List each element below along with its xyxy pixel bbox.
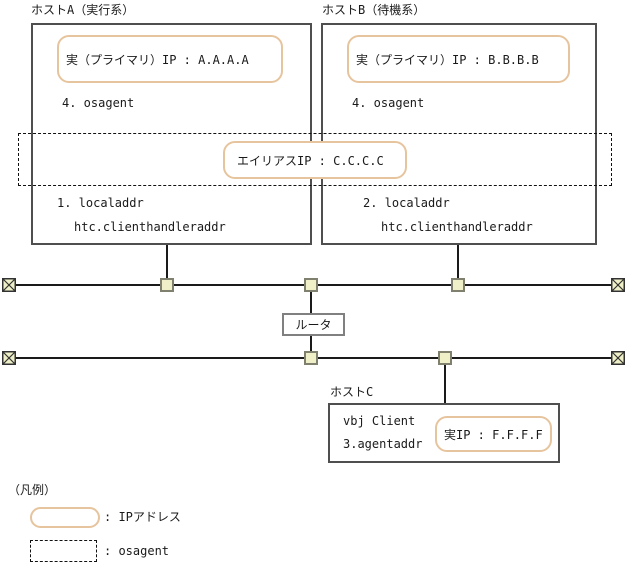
- segment-1-router-connector: [304, 278, 318, 292]
- host-b-box: [321, 23, 597, 245]
- host-b-localaddr-label: 2. localaddr: [363, 196, 450, 210]
- segment-1-right-terminator-icon: [611, 278, 625, 292]
- osagent-dashed-region: [18, 133, 612, 186]
- host-b-clienthandleraddr-label: htc.clienthandleraddr: [381, 220, 533, 234]
- host-b-drop-line: [457, 245, 459, 280]
- legend-osagent-label: : osagent: [104, 544, 170, 558]
- legend-ip-shape: [30, 507, 100, 528]
- host-b-osagent-label: 4. osagent: [352, 96, 425, 110]
- legend-title: （凡例）: [8, 483, 57, 497]
- segment-2-host-c-connector: [438, 351, 452, 365]
- host-c-drop-line: [444, 365, 446, 403]
- segment-1-left-terminator-icon: [2, 278, 16, 292]
- host-a-drop-line: [166, 245, 168, 280]
- host-a-primary-ip-box: 実（プライマリ）IP : A.A.A.A: [57, 35, 283, 83]
- router-lower-link-line: [310, 336, 312, 353]
- host-c-label: ホストC: [330, 385, 374, 399]
- legend-ip-label: : IPアドレス: [104, 510, 181, 524]
- host-a-localaddr-label: 1. localaddr: [57, 196, 144, 210]
- segment-1-host-b-connector: [451, 278, 465, 292]
- host-a-box: [31, 23, 312, 245]
- host-c-client-label: vbj Client: [343, 414, 416, 428]
- segment-2-router-connector: [304, 351, 318, 365]
- router-upper-link-line: [310, 292, 312, 313]
- host-b-label: ホストB（待機系）: [322, 3, 426, 17]
- alias-ip-box: エイリアスIP : C.C.C.C: [223, 141, 407, 179]
- legend-osagent-shape: [30, 540, 97, 562]
- host-c-box: [328, 403, 560, 463]
- segment-2-left-terminator-icon: [2, 351, 16, 365]
- segment-1-host-a-connector: [160, 278, 174, 292]
- host-c-agentaddr-label: 3.agentaddr: [343, 437, 423, 451]
- host-a-clienthandleraddr-label: htc.clienthandleraddr: [74, 220, 226, 234]
- host-a-osagent-label: 4. osagent: [62, 96, 135, 110]
- host-a-label: ホストA（実行系）: [31, 3, 135, 17]
- host-b-primary-ip-box: 実（プライマリ）IP : B.B.B.B: [347, 35, 570, 83]
- router-box: ルータ: [282, 313, 345, 336]
- segment-2-right-terminator-icon: [611, 351, 625, 365]
- host-c-real-ip-box: 実IP : F.F.F.F: [435, 416, 552, 452]
